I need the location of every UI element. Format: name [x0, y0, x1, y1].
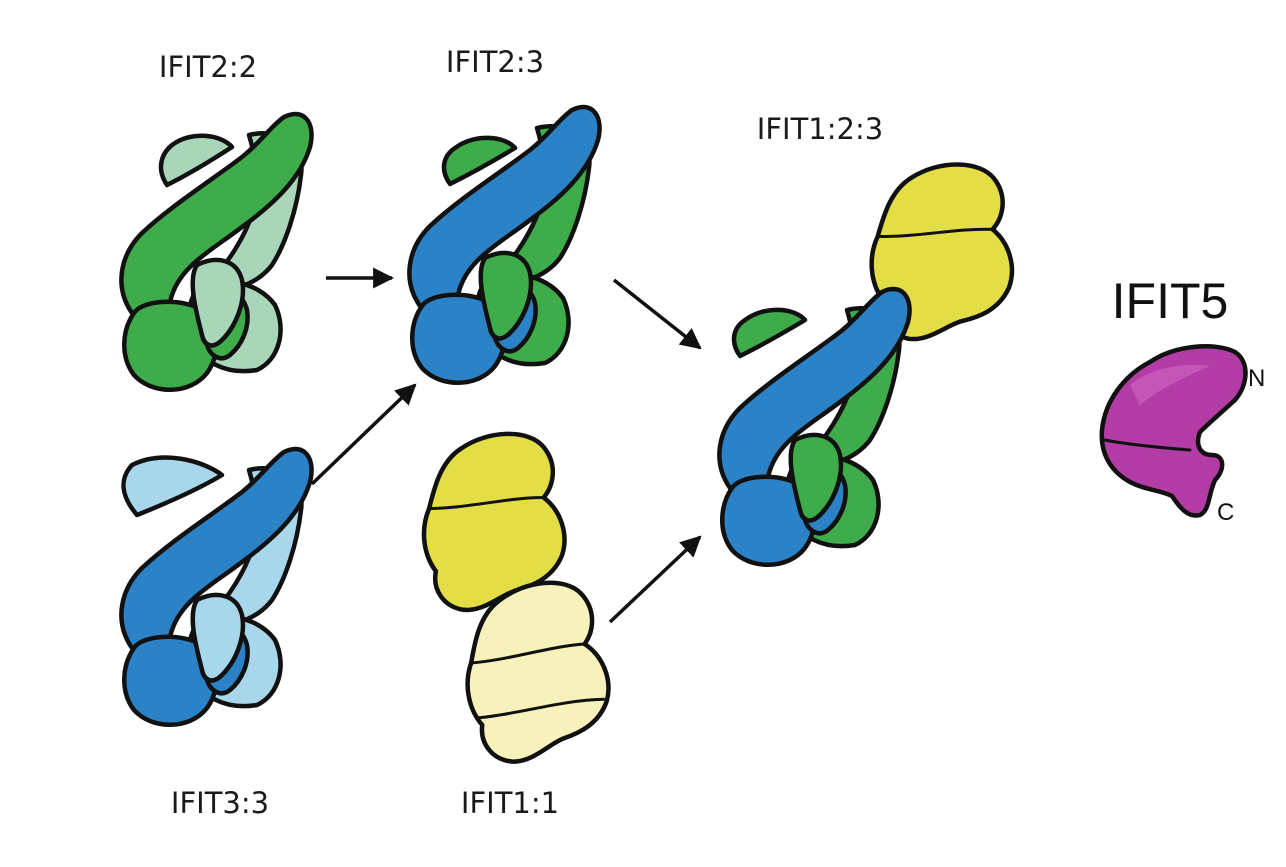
- ifit3-3-back-upper-lobe: [121, 455, 225, 518]
- ifit5-highlight: [1130, 364, 1210, 405]
- ifit3-3-center-stalk: [190, 592, 246, 683]
- ifit1-2-3-complex: [719, 159, 1018, 564]
- label-ifit2-2: IFIT2:2: [159, 50, 257, 84]
- ifit1-2-3-back-upper-lobe: [731, 307, 808, 359]
- ifit2-3-complex: [409, 107, 599, 383]
- ifit1-2-3-ifit1-monomer: [862, 159, 1018, 342]
- ifit2-3-center-stalk: [478, 250, 534, 341]
- ifit5-monomer: [1099, 344, 1248, 518]
- ifit1-1-complex: [411, 427, 620, 768]
- label-ifit1-1: IFIT1:1: [461, 786, 559, 820]
- ifit1-2-3-dimer: [719, 289, 909, 565]
- ifit2-3-back-upper-lobe: [441, 135, 518, 187]
- label-ifit3-3: IFIT3:3: [171, 786, 269, 820]
- arrow-ifit2-3-to-ifit1-2-3: [612, 278, 702, 350]
- ifit1-1-upper-monomer: [411, 427, 573, 614]
- ifit1-2-3-center-stalk: [788, 432, 844, 523]
- ifit2-2-back-upper-lobe: [158, 133, 235, 188]
- ifit2-2-center-stalk: [190, 257, 246, 348]
- label-ifit1-2-3: IFIT1:2:3: [757, 112, 883, 146]
- label-ifit5-c-terminus: C: [1217, 499, 1234, 526]
- arrow-ifit3-3-to-ifit2-3: [310, 383, 417, 486]
- ifit3-3-complex: [121, 449, 311, 725]
- label-ifit5-n-terminus: N: [1248, 365, 1265, 392]
- ifit1-1-lower-monomer: [449, 574, 621, 769]
- arrow-ifit1-1-to-ifit1-2-3: [608, 535, 702, 624]
- label-ifit5: IFIT5: [1112, 273, 1229, 329]
- label-ifit2-3: IFIT2:3: [446, 45, 544, 79]
- ifit2-2-complex: [121, 114, 311, 390]
